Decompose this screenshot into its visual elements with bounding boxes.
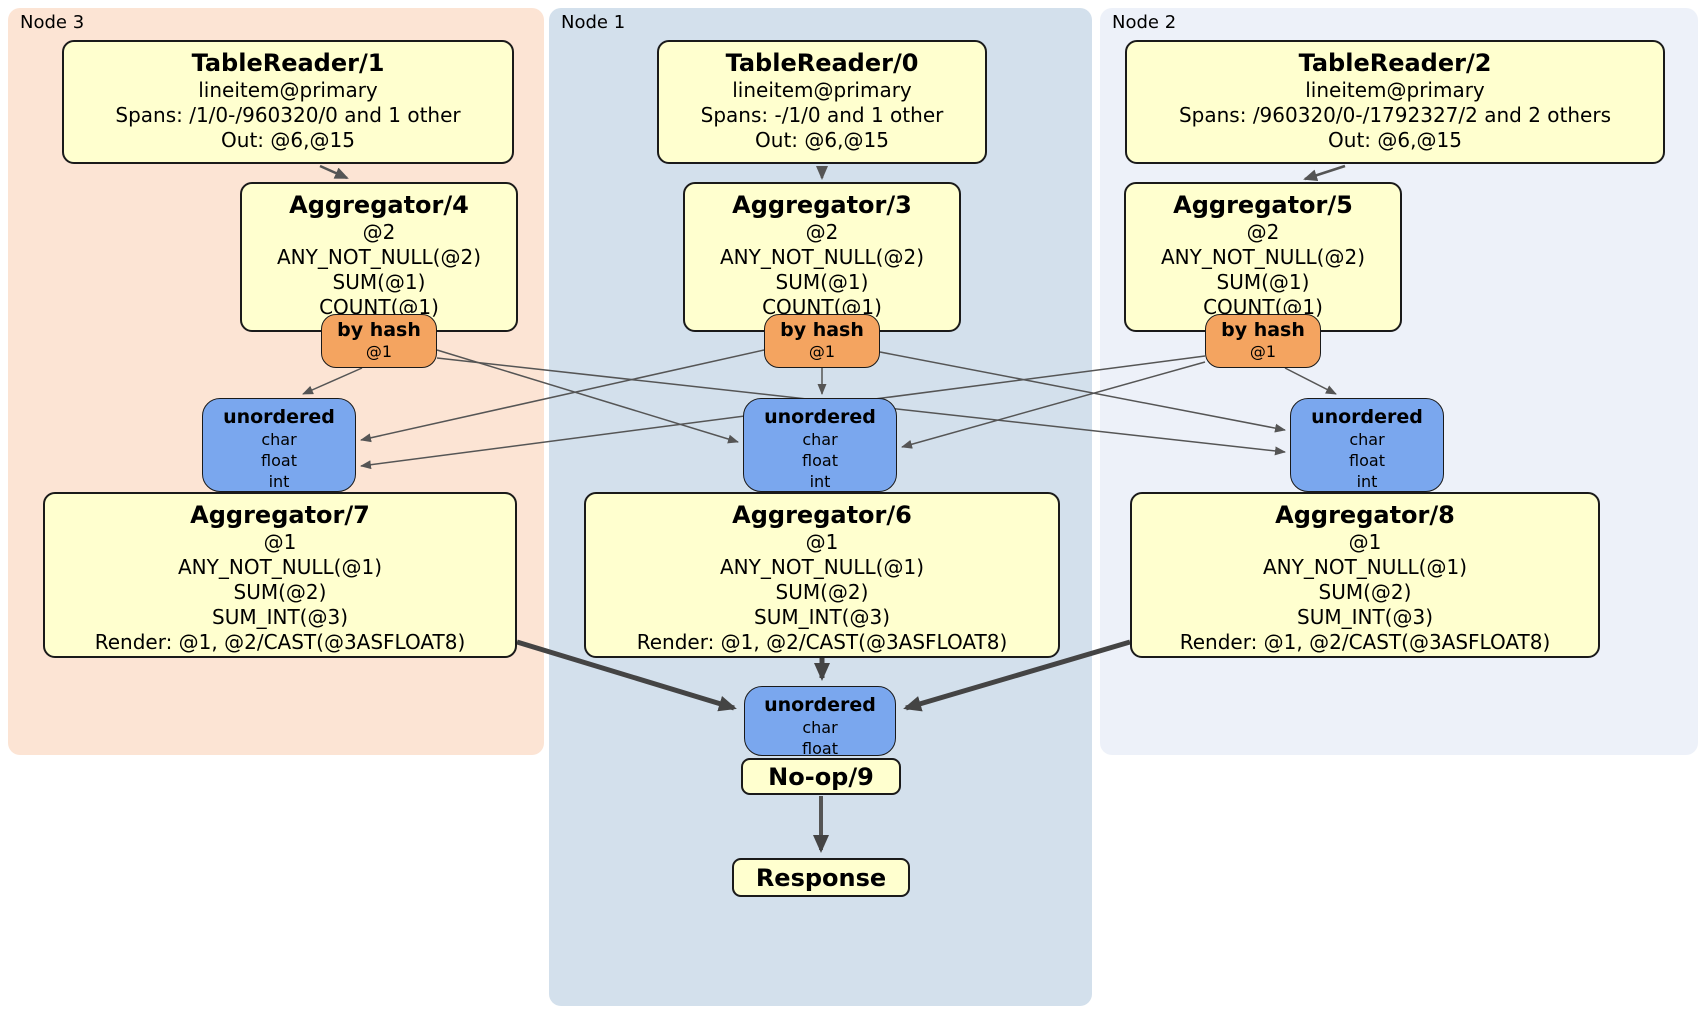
hash-router: by hash @1 [1205, 314, 1321, 368]
table-reader-box: TableReader/2 lineitem@primary Spans: /9… [1125, 40, 1665, 164]
box-line: ANY_NOT_NULL(@2) [1161, 245, 1365, 269]
box-line: @2 [805, 220, 839, 244]
processor-title: TableReader/0 [725, 49, 919, 77]
box-line: Spans: /1/0-/960320/0 and 1 other [115, 103, 461, 127]
edge-r1-s2 [879, 351, 1286, 433]
edge-agg7-finalsync [516, 639, 737, 712]
box-line: @2 [362, 220, 396, 244]
edge-tr1-agg4 [319, 164, 349, 180]
response-box: Response [732, 858, 910, 897]
hash-router: by hash @1 [764, 314, 880, 368]
unordered-sync: unordered char float int [1290, 398, 1444, 492]
box-line: float [802, 451, 838, 470]
sync-title: unordered [764, 406, 876, 428]
aggregator-box: Aggregator/4 @2 ANY_NOT_NULL(@2) SUM(@1)… [240, 182, 518, 332]
table-reader-box: TableReader/1 lineitem@primary Spans: /1… [62, 40, 514, 164]
box-line: ANY_NOT_NULL(@1) [178, 555, 382, 579]
sync-title: unordered [1311, 406, 1423, 428]
hash-router: by hash @1 [321, 314, 437, 368]
box-line: int [1356, 472, 1378, 491]
processor-title: Aggregator/4 [289, 191, 469, 219]
box-line: @1 [365, 342, 393, 361]
box-line: SUM(@1) [1216, 270, 1310, 294]
processor-title: TableReader/1 [191, 49, 385, 77]
aggregator-box: Aggregator/7 @1 ANY_NOT_NULL(@1) SUM(@2)… [43, 492, 517, 658]
noop-box: No-op/9 [741, 758, 901, 795]
aggregator-box: Aggregator/3 @2 ANY_NOT_NULL(@2) SUM(@1)… [683, 182, 961, 332]
aggregator-box: Aggregator/8 @1 ANY_NOT_NULL(@1) SUM(@2)… [1130, 492, 1600, 658]
box-line: @1 [1249, 342, 1277, 361]
edge-tr2-agg5 [1303, 164, 1346, 181]
box-line: float [1349, 451, 1385, 470]
box-line: ANY_NOT_NULL(@2) [277, 245, 481, 269]
aggregator-box: Aggregator/6 @1 ANY_NOT_NULL(@1) SUM(@2)… [584, 492, 1060, 658]
processor-title: TableReader/2 [1298, 49, 1492, 77]
box-line: SUM(@2) [233, 580, 327, 604]
node3-label: Node 3 [20, 12, 85, 33]
box-line: @1 [805, 530, 839, 554]
box-line: lineitem@primary [198, 78, 378, 102]
router-title: by hash [780, 319, 864, 341]
box-line: SUM(@2) [775, 580, 869, 604]
box-line: @2 [1246, 220, 1280, 244]
box-line: Spans: /960320/0-/1792327/2 and 2 others [1178, 103, 1611, 127]
box-line: char [1349, 430, 1385, 449]
edge-agg8-finalsync [903, 639, 1131, 712]
processor-title: Aggregator/8 [1275, 501, 1455, 529]
box-line: float [261, 451, 297, 470]
node1-label: Node 1 [561, 12, 626, 33]
sync-title: unordered [223, 406, 335, 428]
box-line: float [802, 739, 838, 758]
processor-title: Aggregator/5 [1173, 191, 1353, 219]
box-line: int [268, 472, 290, 491]
table-reader-box: TableReader/0 lineitem@primary Spans: -/… [657, 40, 987, 164]
box-line: @1 [263, 530, 297, 554]
router-title: by hash [337, 319, 421, 341]
box-line: SUM(@2) [1318, 580, 1412, 604]
box-line: SUM(@1) [775, 270, 869, 294]
unordered-sync: unordered char float int [202, 398, 356, 492]
box-line: ANY_NOT_NULL(@2) [720, 245, 924, 269]
processor-title: Aggregator/3 [732, 191, 912, 219]
box-line: Out: @6,@15 [221, 128, 355, 152]
edge-r2-s1 [901, 361, 1206, 449]
box-line: ANY_NOT_NULL(@1) [1263, 555, 1467, 579]
processor-title: Aggregator/6 [732, 501, 912, 529]
box-line: int [809, 472, 831, 491]
box-line: char [802, 718, 838, 737]
box-line: lineitem@primary [1305, 78, 1485, 102]
final-unordered-sync: unordered char float [744, 686, 896, 758]
sync-title: unordered [764, 694, 876, 716]
box-line: SUM_INT(@3) [754, 605, 890, 629]
box-line: char [261, 430, 297, 449]
box-line: SUM_INT(@3) [212, 605, 348, 629]
box-line: @1 [1348, 530, 1382, 554]
aggregator-box: Aggregator/5 @2 ANY_NOT_NULL(@2) SUM(@1)… [1124, 182, 1402, 332]
box-line: Spans: -/1/0 and 1 other [700, 103, 944, 127]
edge-r1-s3 [360, 349, 765, 443]
box-line: Out: @6,@15 [1328, 128, 1462, 152]
box-line: SUM(@1) [332, 270, 426, 294]
box-line: @1 [808, 342, 836, 361]
processor-title: Aggregator/7 [190, 501, 370, 529]
box-line: SUM_INT(@3) [1297, 605, 1433, 629]
box-line: lineitem@primary [732, 78, 912, 102]
router-title: by hash [1221, 319, 1305, 341]
edge-r2-s2 [1284, 367, 1337, 395]
box-line: Render: @1, @2/CAST(@3ASFLOAT8) [1179, 630, 1551, 654]
box-line: Render: @1, @2/CAST(@3ASFLOAT8) [94, 630, 466, 654]
box-line: Render: @1, @2/CAST(@3ASFLOAT8) [636, 630, 1008, 654]
node2-label: Node 2 [1112, 12, 1177, 33]
edge-r3-s3 [302, 367, 363, 395]
box-line: char [802, 430, 838, 449]
box-line: Out: @6,@15 [755, 128, 889, 152]
unordered-sync: unordered char float int [743, 398, 897, 492]
box-line: ANY_NOT_NULL(@1) [720, 555, 924, 579]
edge-r3-s1 [436, 349, 739, 444]
